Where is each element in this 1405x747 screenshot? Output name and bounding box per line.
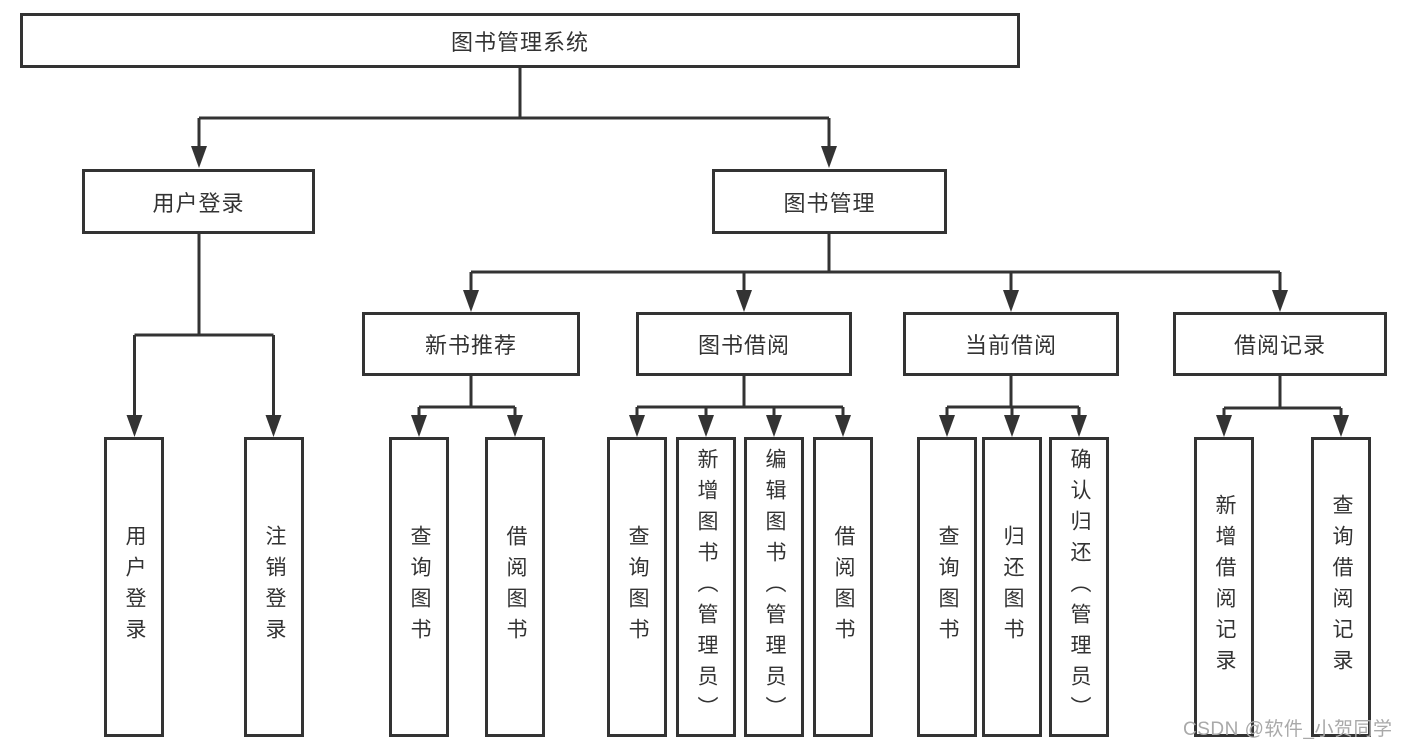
node-current-borrow: 当前借阅	[903, 312, 1119, 376]
leaf-borrow-books-recommend: 借阅图书	[485, 437, 545, 737]
node-library-management-system: 图书管理系统	[20, 13, 1020, 68]
leaf-logout: 注销登录	[244, 437, 304, 737]
leaf-user-login: 用户登录	[104, 437, 164, 737]
node-new-book-recommend: 新书推荐	[362, 312, 580, 376]
connector-book-borrow-group	[629, 376, 851, 437]
leaf-return-book: 归还图书	[982, 437, 1042, 737]
connector-borrow-records-group	[1216, 376, 1349, 437]
leaf-add-borrow-record: 新增借阅记录	[1194, 437, 1254, 737]
connector-current-borrow-group	[939, 376, 1087, 437]
leaf-edit-book-admin: 编辑图书（管理员）	[744, 437, 804, 737]
connector-book-mgmt-to-level3	[463, 234, 1288, 312]
leaf-confirm-return-admin: 确认归还（管理员）	[1049, 437, 1109, 737]
node-book-borrow: 图书借阅	[636, 312, 852, 376]
csdn-watermark: CSDN @软件_小贺同学	[1183, 719, 1393, 740]
leaf-query-books-recommend: 查询图书	[389, 437, 449, 737]
node-borrow-records: 借阅记录	[1173, 312, 1387, 376]
node-user-login: 用户登录	[82, 169, 315, 234]
leaf-add-book-admin: 新增图书（管理员）	[676, 437, 736, 737]
connector-user-login-group	[126, 234, 282, 437]
node-book-management: 图书管理	[712, 169, 947, 234]
leaf-query-books-borrow: 查询图书	[607, 437, 667, 737]
connector-root-to-level2	[191, 68, 837, 168]
leaf-query-books-current: 查询图书	[917, 437, 977, 737]
connector-new-book-group	[411, 376, 523, 437]
leaf-borrow-books: 借阅图书	[813, 437, 873, 737]
leaf-query-borrow-record: 查询借阅记录	[1311, 437, 1371, 737]
